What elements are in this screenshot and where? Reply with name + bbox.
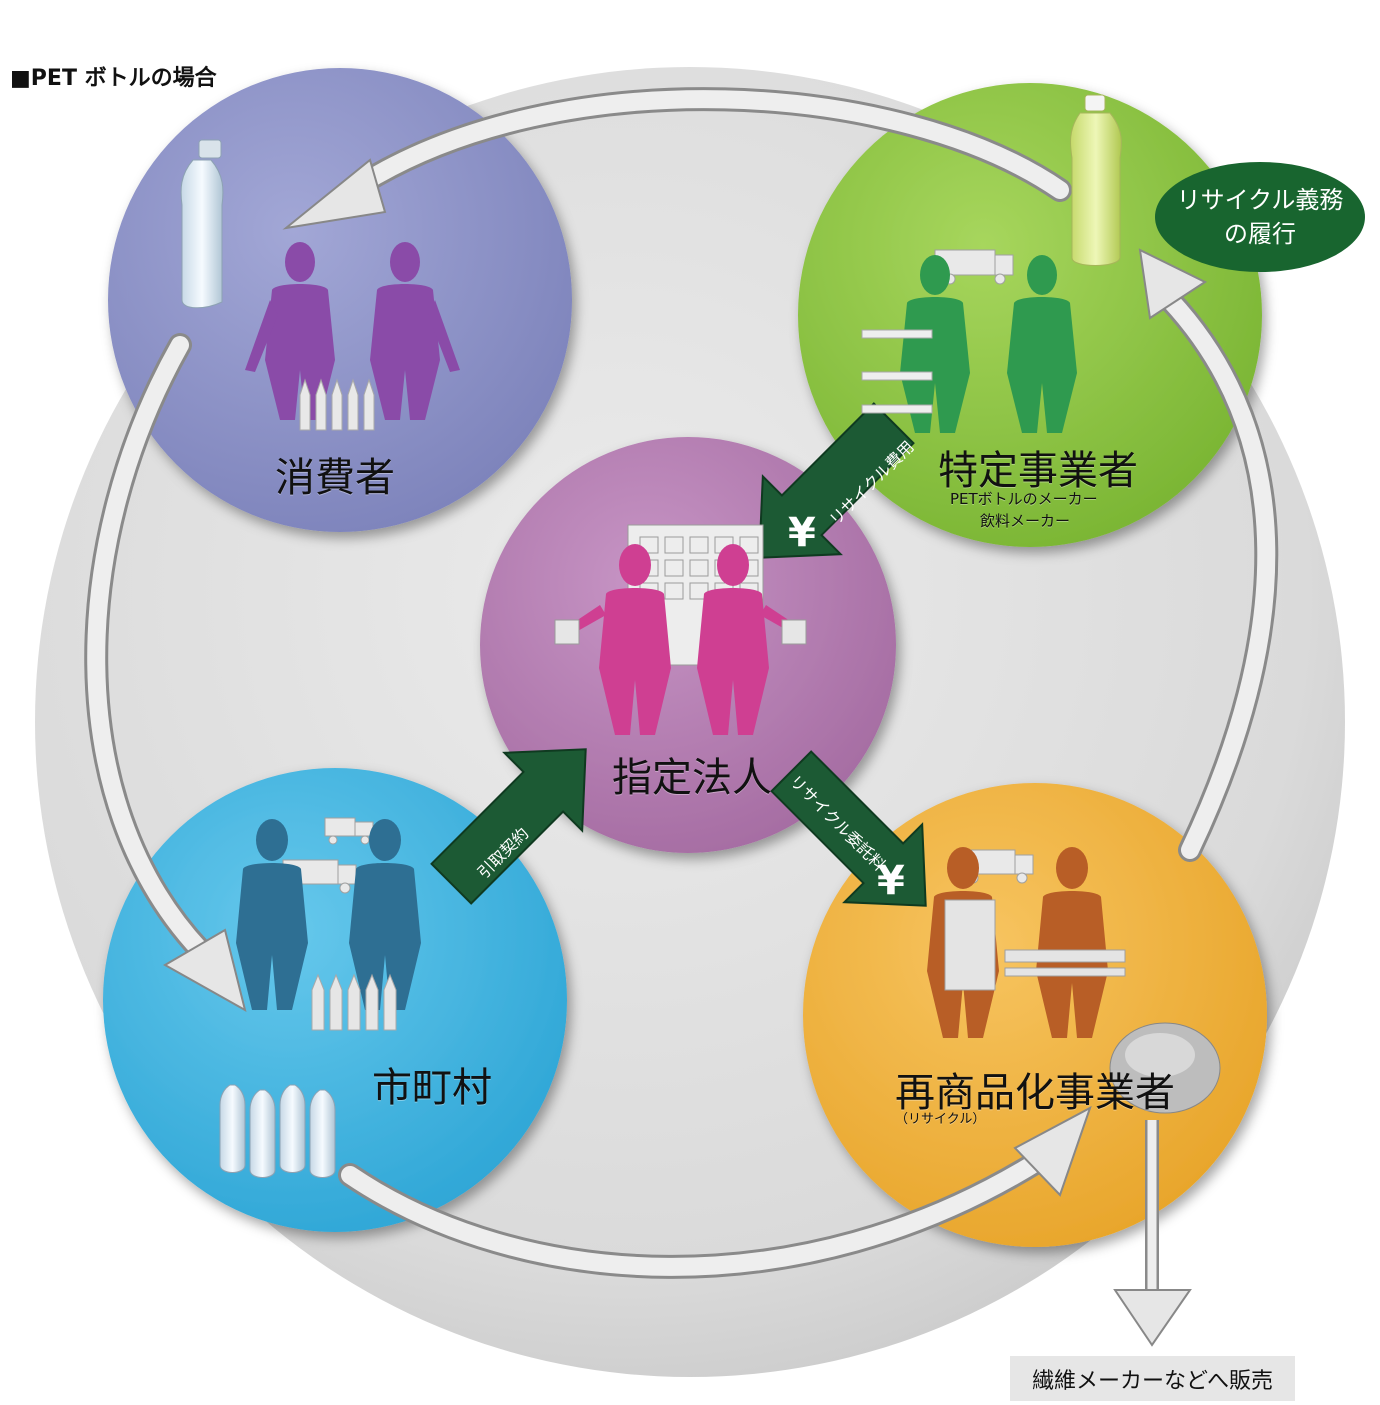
badge-line2: の履行 <box>1224 220 1296 248</box>
recycle-cost-arrow <box>758 402 915 559</box>
flow-arrows <box>84 87 1279 1347</box>
designated-corp-label: 指定法人 <box>612 755 772 801</box>
bottle-row-icon <box>311 973 397 1031</box>
person-figure-icon <box>245 242 460 420</box>
consumer-circle <box>108 68 572 532</box>
specific-business-sub2: 飲料メーカー <box>980 512 1071 530</box>
recycler-sub: （リサイクル） <box>895 1112 986 1127</box>
pickup-contract-arrow <box>430 748 587 905</box>
arrow-head-municipality <box>162 928 247 1013</box>
specific-business-sub1: PETボトルのメーカー <box>950 490 1098 508</box>
badge-line1: リサイクル義務 <box>1176 186 1344 214</box>
arrow-head-specific <box>1138 248 1208 320</box>
person-figure-icon <box>236 819 421 1010</box>
bottle-row-icon <box>299 378 375 431</box>
page-title: ■PET ボトルの場合 <box>10 66 217 91</box>
conveyor-icon <box>944 899 1126 991</box>
bottle-shelf-icon <box>861 329 933 414</box>
truck-icon <box>282 817 374 894</box>
flakes-icon <box>1109 1022 1221 1114</box>
arrow-head-sale <box>1113 1289 1192 1347</box>
recycle-obligation-badge: リサイクル義務 の履行 <box>1155 162 1365 272</box>
arrow-head-consumer <box>282 158 387 230</box>
recycle-fee-yen: ¥ <box>877 858 905 904</box>
specific-business-label: 特定事業者 <box>938 448 1138 494</box>
arrow-head-recycler <box>1013 1105 1092 1197</box>
recycler-label: 再商品化事業者 <box>895 1070 1175 1116</box>
pet-bottle-icon <box>180 139 224 309</box>
recycle-cost-yen: ¥ <box>788 510 816 556</box>
consumer-label: 消費者 <box>275 455 395 501</box>
recycle-fee-arrow <box>770 750 927 907</box>
sale-to-fiber-makers-box: 繊維メーカーなどへ販売 <box>1010 1356 1295 1401</box>
green-arrows <box>430 402 927 907</box>
bottle-cluster-icon <box>219 1084 336 1178</box>
document-icon <box>554 619 807 645</box>
municipality-label: 市町村 <box>372 1065 492 1111</box>
green-pet-bottle-icon <box>1069 94 1122 266</box>
